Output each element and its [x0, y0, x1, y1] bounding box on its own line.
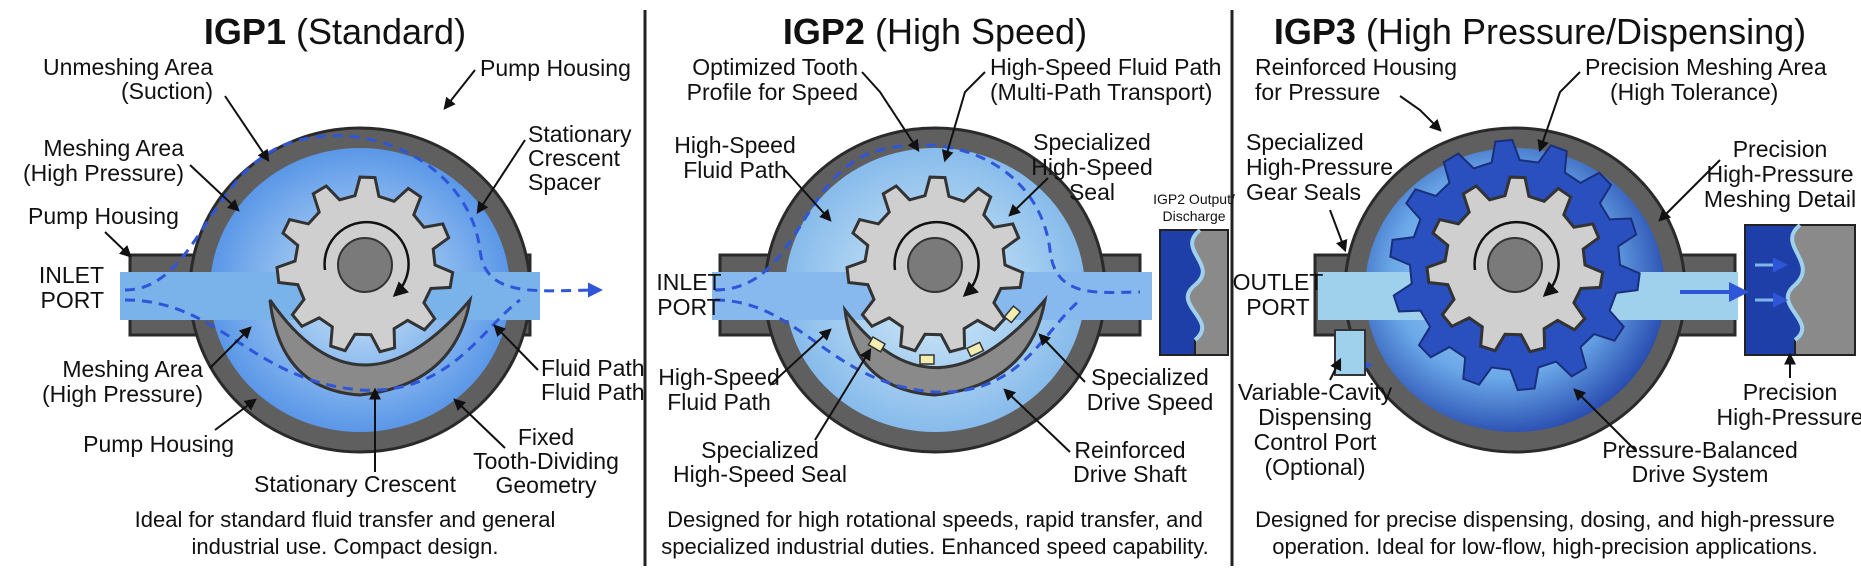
label-igp2-output: IGP2 Output/Discharge: [1153, 191, 1235, 224]
rotation-arrow: [893, 220, 980, 298]
panel-igp3: IGP3 (High Pressure/Dispensing) Reinforc…: [1233, 11, 1861, 559]
label-meshing-top: Meshing Area(High Pressure): [23, 135, 184, 186]
flow-path-lower: [714, 298, 1081, 394]
label-stationary-crescent: Stationary Crescent: [254, 471, 457, 497]
gear-hub: [337, 237, 393, 293]
label-precision-meshing-area: Precision Meshing Area(High Tolerance): [1585, 54, 1827, 105]
pump-body: [120, 126, 603, 454]
panel-igp1: IGP1 (Standard) Unmeshing Area(Suction) …: [23, 11, 645, 559]
rotation-arrow: [323, 220, 410, 298]
caption: Designed for precise dispensing, dosing,…: [1255, 507, 1835, 559]
label-hs-fluid-path-top: High-Speed Fluid Path(Multi-Path Transpo…: [990, 54, 1221, 105]
flow-path-upper: [124, 134, 603, 298]
panel-title: IGP1 (Standard): [204, 11, 466, 52]
label-pump-housing-top: Pump Housing: [480, 55, 631, 81]
stationary-crescent: [842, 294, 1048, 397]
high-speed-seals: [867, 305, 1022, 365]
gear-hub: [907, 237, 963, 293]
panel-igp2: IGP2 (High Speed): [656, 11, 1235, 559]
panel-title: IGP2 (High Speed): [783, 11, 1087, 52]
pump-body: [1313, 126, 1856, 454]
label-pump-housing-bottom: Pump Housing: [83, 431, 234, 457]
panel-title: IGP3 (High Pressure/Dispensing): [1274, 11, 1806, 52]
gear-hub: [1487, 237, 1543, 293]
stationary-crescent: [268, 294, 473, 397]
label-unmeshing: Unmeshing Area(Suction): [43, 54, 213, 104]
label-meshing-bottom: Meshing Area(High Pressure): [42, 356, 203, 407]
rotation-arrow: [1473, 220, 1560, 298]
caption: Designed for high rotational speeds, rap…: [661, 507, 1209, 559]
label-pump-housing-left: Pump Housing: [28, 203, 179, 229]
flow-path-lower: [124, 298, 521, 392]
caption: Ideal for standard fluid transfer and ge…: [135, 507, 556, 559]
